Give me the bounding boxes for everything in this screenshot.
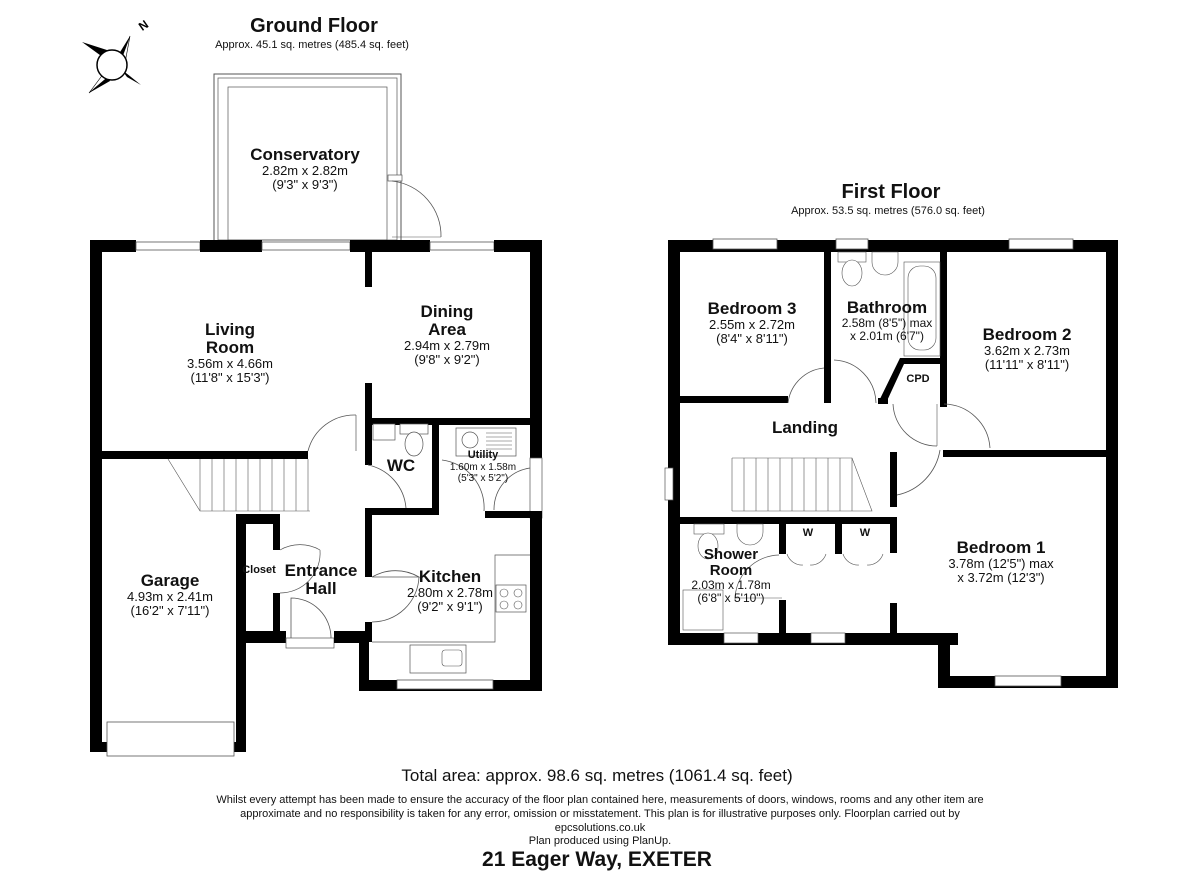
room-name: Utility bbox=[467, 449, 499, 461]
room-name-line1: Dining bbox=[420, 302, 474, 321]
room-dimensions-metric: 2.55m x 2.72m bbox=[708, 316, 795, 332]
room-garage: Garage 4.93m x 2.41m (16'2" x 7'11") bbox=[127, 572, 213, 618]
room-name-line2: Hall bbox=[305, 578, 337, 598]
ground-floor-title: Ground Floor bbox=[250, 15, 378, 37]
room-name-line1: Living bbox=[204, 320, 256, 339]
room-name: Kitchen bbox=[418, 567, 482, 586]
room-dimensions-line1: 2.58m (8'5") max bbox=[841, 315, 933, 330]
first-floor-plan bbox=[664, 238, 1118, 688]
total-area: Total area: approx. 98.6 sq. metres (106… bbox=[401, 766, 793, 785]
room-entrance-hall: Entrance Hall bbox=[285, 562, 358, 598]
compass-rose-icon: N bbox=[82, 17, 151, 94]
room-dimensions-metric: 1.60m x 1.58m bbox=[449, 461, 517, 473]
room-dimensions-line2: x 3.72m (12'3") bbox=[957, 570, 1045, 586]
room-dimensions-imperial: (11'11" x 8'11") bbox=[984, 357, 1070, 373]
room-dimensions-imperial: (9'3" x 9'3") bbox=[272, 177, 338, 193]
company-website: epcsolutions.co.uk bbox=[554, 821, 646, 834]
room-wardrobe-1: W bbox=[802, 527, 814, 539]
room-name: Bedroom 2 bbox=[982, 325, 1072, 344]
room-dimensions-imperial: (9'8" x 9'2") bbox=[414, 351, 480, 367]
room-name-line1: Entrance bbox=[284, 561, 358, 580]
room-dimensions-metric: 3.62m x 2.73m bbox=[983, 342, 1070, 358]
room-dimensions-imperial: (8'4" x 8'11") bbox=[716, 331, 788, 347]
room-dimensions-line1: 3.78m (12'5") max bbox=[948, 555, 1054, 571]
room-bedroom-1: Bedroom 1 3.78m (12'5") max x 3.72m (12'… bbox=[948, 539, 1053, 585]
room-conservatory: Conservatory 2.82m x 2.82m (9'3" x 9'3") bbox=[250, 146, 360, 192]
room-dimensions-metric: 2.80m x 2.78m bbox=[407, 584, 493, 600]
property-address: 21 Eager Way, EXETER bbox=[482, 848, 712, 871]
room-name-line2: Room bbox=[205, 337, 255, 357]
room-bedroom-2: Bedroom 2 3.62m x 2.73m (11'11" x 8'11") bbox=[983, 326, 1072, 372]
ground-floor-area: Approx. 45.1 sq. metres (485.4 sq. feet) bbox=[215, 39, 409, 51]
room-name-line1: Shower bbox=[703, 546, 759, 563]
room-name: Bathroom bbox=[846, 298, 928, 317]
room-wardrobe-2: W bbox=[859, 527, 871, 539]
room-dimensions-metric: 2.94m x 2.79m bbox=[404, 337, 490, 353]
room-shower-room: Shower Room 2.03m x 1.78m (6'8" x 5'10") bbox=[691, 547, 770, 605]
room-dimensions-metric: 3.56m x 4.66m bbox=[187, 355, 273, 371]
room-dimensions-metric: 2.03m x 1.78m bbox=[691, 577, 771, 592]
room-wc: WC bbox=[386, 456, 416, 475]
room-utility: Utility 1.60m x 1.58m (5'3" x 5'2") bbox=[449, 449, 517, 484]
disclaimer: Whilst every attempt has been made to en… bbox=[200, 794, 1000, 849]
first-floor-area: Approx. 53.5 sq. metres (576.0 sq. feet) bbox=[791, 205, 985, 217]
room-dining-area: Dining Area 2.94m x 2.79m (9'8" x 9'2") bbox=[404, 303, 490, 367]
room-name: Garage bbox=[140, 571, 200, 590]
room-cpd: CPD bbox=[906, 373, 930, 385]
room-closet: Closet bbox=[242, 564, 276, 576]
disclaimer-text: Whilst every attempt has been made to en… bbox=[216, 794, 984, 820]
produced-by: Plan produced using PlanUp. bbox=[528, 835, 672, 848]
room-living-room: Living Room 3.56m x 4.66m (11'8" x 15'3"… bbox=[187, 321, 273, 385]
room-bathroom: Bathroom 2.58m (8'5") max x 2.01m (6'7") bbox=[842, 299, 933, 343]
room-dimensions-imperial: (9'2" x 9'1") bbox=[417, 599, 483, 615]
room-name-line2: Room bbox=[709, 561, 753, 579]
room-dimensions-imperial: (5'3" x 5'2") bbox=[457, 472, 509, 484]
room-dimensions-line2: x 2.01m (6'7") bbox=[850, 329, 924, 344]
room-name-line2: Area bbox=[428, 319, 466, 339]
room-dimensions-imperial: (11'8" x 15'3") bbox=[190, 369, 270, 385]
ground-floor-plan bbox=[90, 73, 543, 757]
room-bedroom-3: Bedroom 3 2.55m x 2.72m (8'4" x 8'11") bbox=[708, 300, 797, 346]
room-name: Conservatory bbox=[250, 145, 360, 164]
room-name: Bedroom 3 bbox=[707, 299, 797, 318]
svg-text:N: N bbox=[136, 17, 151, 33]
room-dimensions-metric: 2.82m x 2.82m bbox=[261, 162, 348, 178]
first-floor-title: First Floor bbox=[841, 181, 941, 203]
room-dimensions-imperial: (16'2" x 7'11") bbox=[130, 603, 210, 619]
room-dimensions-imperial: (6'8" x 5'10") bbox=[697, 590, 765, 605]
room-name: Bedroom 1 bbox=[956, 538, 1046, 557]
room-kitchen: Kitchen 2.80m x 2.78m (9'2" x 9'1") bbox=[407, 568, 493, 614]
room-landing: Landing bbox=[771, 418, 839, 437]
room-dimensions-metric: 4.93m x 2.41m bbox=[127, 588, 213, 604]
